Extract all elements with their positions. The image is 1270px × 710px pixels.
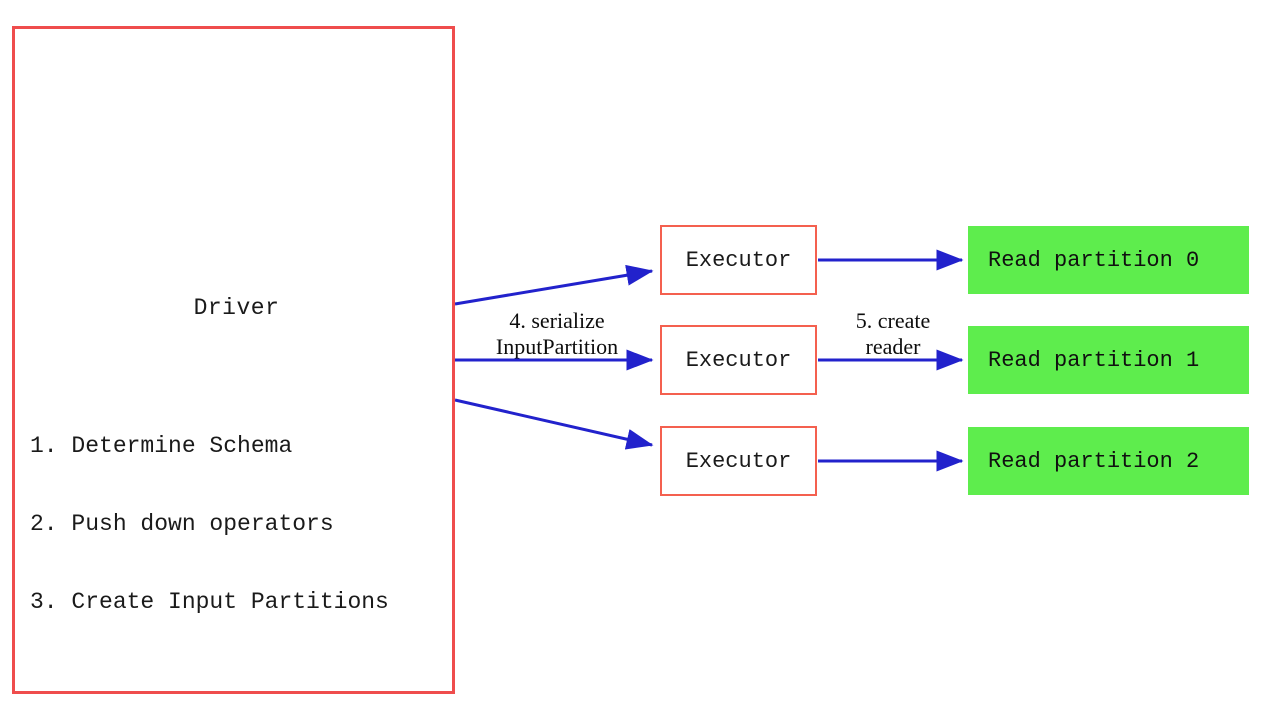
edge-label-serialize: 4. serialize InputPartition bbox=[457, 308, 657, 360]
driver-step-2: 2. Push down operators bbox=[30, 511, 334, 537]
edge-label-serialize-line2: InputPartition bbox=[495, 334, 619, 359]
arrow-driver-to-executor-1 bbox=[454, 264, 654, 306]
partition-label-0: Read partition 0 bbox=[988, 247, 1200, 273]
executor-box-3: Executor bbox=[660, 426, 817, 496]
driver-step-1: 1. Determine Schema bbox=[30, 433, 293, 459]
driver-step-3: 3. Create Input Partitions bbox=[30, 589, 389, 615]
partition-box-0: Read partition 0 bbox=[968, 226, 1249, 294]
edge-label-create-reader-line2: reader bbox=[865, 334, 921, 359]
arrow-driver-to-executor-3 bbox=[454, 398, 654, 450]
partition-label-2: Read partition 2 bbox=[988, 448, 1200, 474]
executor-label-3: Executor bbox=[685, 448, 792, 474]
edge-label-create-reader-line1: 5. create bbox=[855, 308, 931, 333]
edge-label-create-reader: 5. create reader bbox=[833, 308, 953, 360]
driver-steps-list: 1. Determine Schema 2. Push down operato… bbox=[30, 381, 455, 667]
partition-box-2: Read partition 2 bbox=[968, 427, 1249, 495]
driver-box: Driver 1. Determine Schema 2. Push down … bbox=[12, 26, 455, 694]
partition-box-1: Read partition 1 bbox=[968, 326, 1249, 394]
executor-label-2: Executor bbox=[685, 347, 792, 373]
executor-box-2: Executor bbox=[660, 325, 817, 395]
edge-label-serialize-line1: 4. serialize bbox=[509, 308, 605, 333]
executor-label-1: Executor bbox=[685, 247, 792, 273]
driver-title: Driver bbox=[193, 295, 280, 321]
executor-box-1: Executor bbox=[660, 225, 817, 295]
partition-label-1: Read partition 1 bbox=[988, 347, 1200, 373]
